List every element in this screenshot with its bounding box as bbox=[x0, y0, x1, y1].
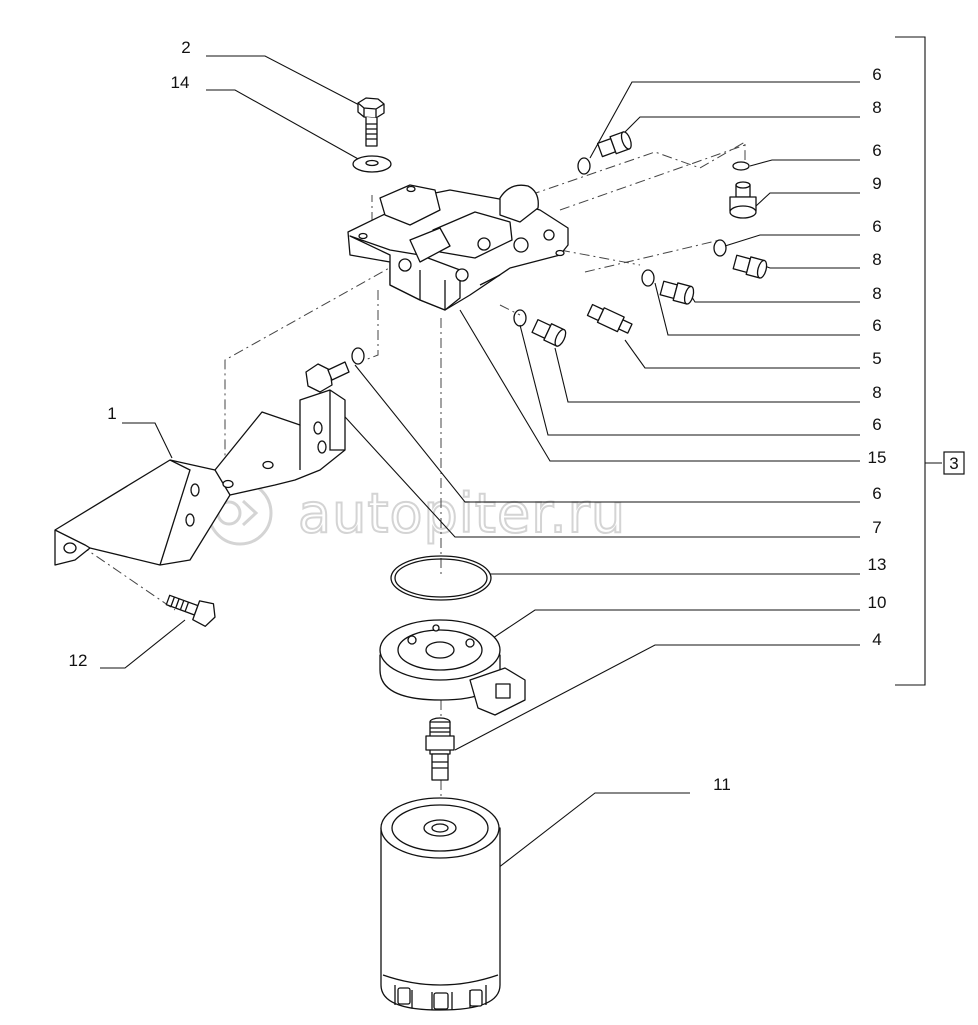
callout-14: 14 bbox=[171, 73, 190, 92]
callout-8c: 8 bbox=[872, 284, 881, 303]
callout-6c: 6 bbox=[872, 217, 881, 236]
part-adapter-10 bbox=[379, 619, 526, 716]
part-fitting-7 bbox=[305, 361, 350, 393]
part-o-rings-6 bbox=[351, 157, 750, 365]
callout-labels: 2 14 1 12 11 6 8 6 9 6 8 8 6 5 8 6 15 6 … bbox=[69, 38, 887, 794]
part-washer-14 bbox=[352, 155, 392, 173]
callout-6f: 6 bbox=[872, 484, 881, 503]
callout-6b: 6 bbox=[872, 141, 881, 160]
callout-10: 10 bbox=[868, 593, 887, 612]
callout-12: 12 bbox=[69, 651, 88, 670]
callout-6d: 6 bbox=[872, 316, 881, 335]
callout-11: 11 bbox=[713, 775, 731, 794]
part-bracket-1 bbox=[54, 389, 346, 566]
part-filter-head bbox=[347, 184, 569, 311]
part-seal-13 bbox=[390, 555, 492, 601]
watermark: autopiter.ru bbox=[207, 480, 626, 546]
callout-7: 7 bbox=[872, 518, 881, 537]
part-nipple-4 bbox=[425, 717, 455, 781]
callout-4: 4 bbox=[872, 630, 881, 649]
callout-1: 1 bbox=[107, 404, 116, 423]
assembly-label-3: 3 bbox=[943, 451, 965, 475]
callout-2: 2 bbox=[181, 38, 190, 57]
part-filter-11 bbox=[380, 797, 501, 1011]
callout-8d: 8 bbox=[872, 383, 881, 402]
watermark-text: autopiter.ru bbox=[298, 482, 626, 545]
part-bolt-12 bbox=[165, 594, 216, 627]
callout-8a: 8 bbox=[872, 98, 881, 117]
assembly-label-text: 3 bbox=[949, 454, 958, 473]
part-fittings-8 bbox=[531, 131, 768, 347]
callout-6e: 6 bbox=[872, 415, 881, 434]
callout-5: 5 bbox=[872, 349, 881, 368]
part-fitting-9 bbox=[729, 181, 757, 219]
leader-lines bbox=[100, 36, 942, 869]
callout-13: 13 bbox=[868, 555, 887, 574]
part-bolt-2 bbox=[357, 97, 385, 147]
callout-6a: 6 bbox=[872, 65, 881, 84]
callout-15: 15 bbox=[868, 448, 887, 467]
callout-8b: 8 bbox=[872, 250, 881, 269]
callout-9: 9 bbox=[872, 174, 881, 193]
part-sensor-5 bbox=[586, 303, 633, 334]
